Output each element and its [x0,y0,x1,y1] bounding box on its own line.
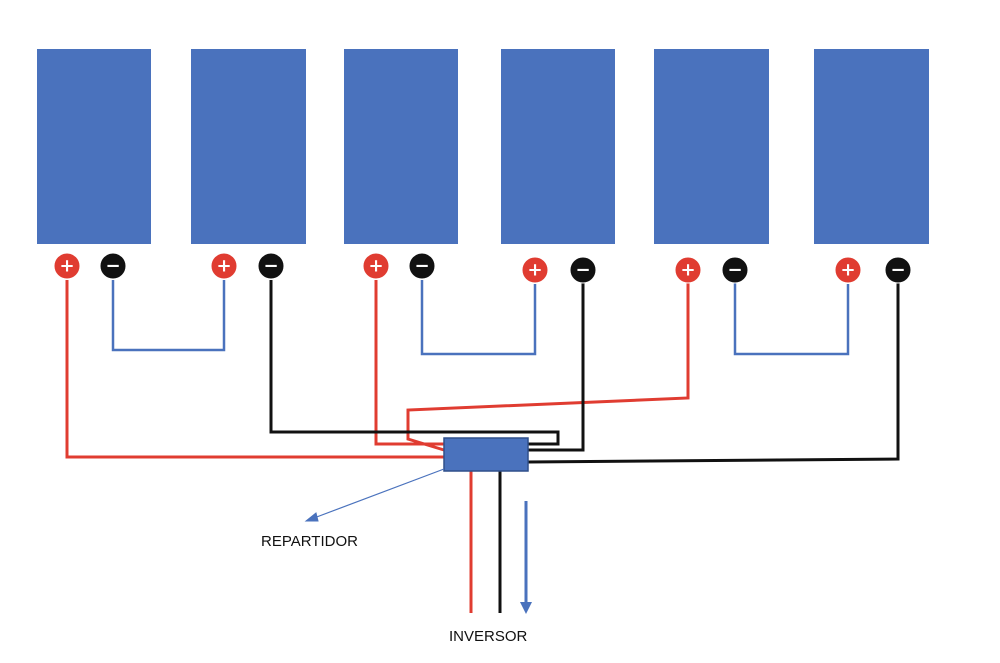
positive-terminal: + [210,252,238,280]
negative-terminal: − [257,252,285,280]
svg-text:−: − [727,260,742,281]
svg-text:−: − [105,256,120,277]
solar-panel-5 [654,49,769,244]
svg-text:+: + [840,260,855,281]
positive-terminal: + [53,252,81,280]
solar-panel-1 [37,49,151,244]
splitter-pointer-arrowhead [304,512,319,522]
flow-arrow-head [520,602,532,614]
negative-terminal: − [408,252,436,280]
solar-panel-3 [344,49,458,244]
splitter-label: REPARTIDOR [261,533,358,550]
solar-panel-6 [814,49,929,244]
positive-wire-5 [406,283,690,452]
negative-terminal: − [569,256,597,284]
svg-text:−: − [414,256,429,277]
negative-wires [269,280,900,613]
terminals: + − + − + − + − [53,252,912,284]
positive-wire-3 [374,280,444,446]
flow-arrow [520,501,532,614]
solar-panel-4 [501,49,615,244]
panels [37,49,929,244]
series-link-1-2 [111,280,226,352]
negative-terminal: − [99,252,127,280]
splitter-pointer [304,468,445,522]
positive-wire-1 [65,280,444,459]
negative-wire-2 [269,280,560,446]
svg-text:+: + [59,256,74,277]
positive-wires [65,280,690,613]
svg-text:−: − [575,260,590,281]
negative-wire-4 [528,283,585,452]
positive-terminal: + [362,252,390,280]
series-link-3-4 [420,280,537,356]
solar-panel-2 [191,49,306,244]
svg-text:−: − [890,260,905,281]
negative-terminal: − [721,256,749,284]
inverter-label: INVERSOR [449,628,528,645]
svg-text:+: + [216,256,231,277]
negative-terminal: − [884,256,912,284]
svg-text:+: + [680,260,695,281]
series-links [111,280,850,356]
positive-terminal: + [834,256,862,284]
positive-terminal: + [521,256,549,284]
svg-text:+: + [527,260,542,281]
splitter-box [443,437,529,472]
svg-text:+: + [368,256,383,277]
svg-text:−: − [263,256,278,277]
series-link-5-6 [733,283,850,356]
negative-wire-6 [527,283,900,464]
positive-terminal: + [674,256,702,284]
